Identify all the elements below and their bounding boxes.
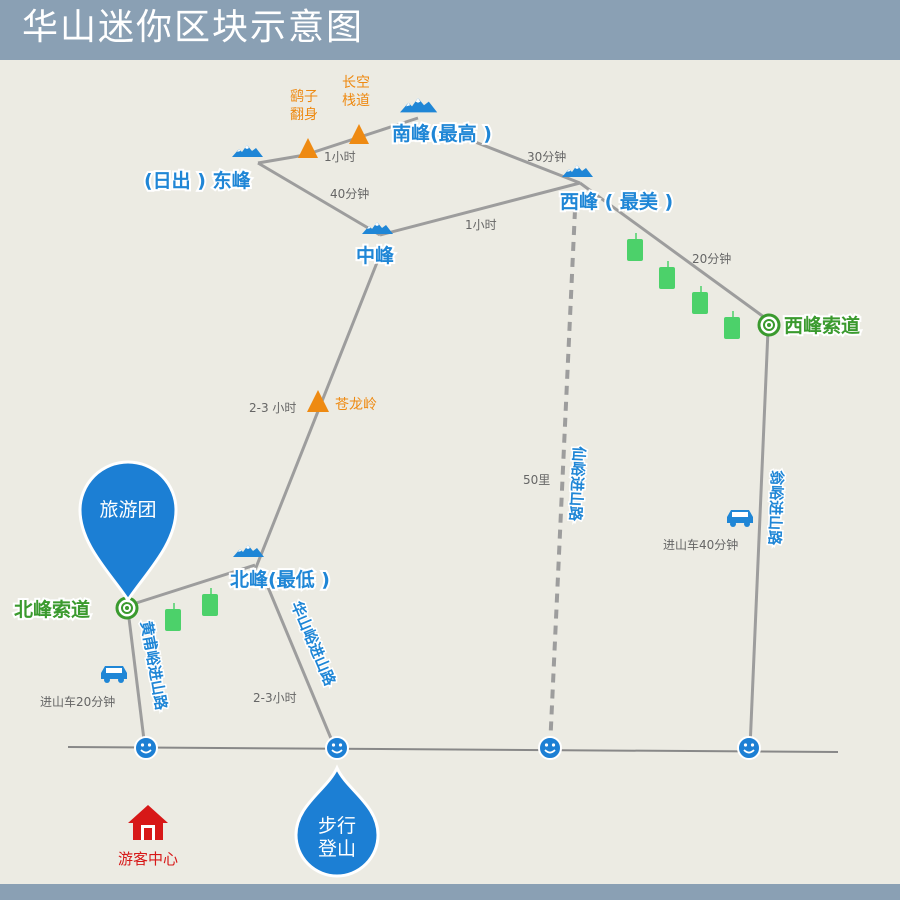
map-pin-icon <box>78 460 178 603</box>
trail-west-cableway <box>579 181 769 322</box>
gondola-icon <box>626 232 644 262</box>
gondola-icon <box>723 310 741 340</box>
hike-label-line1: 步行 <box>318 815 356 837</box>
gondola-icon <box>691 285 709 315</box>
time-north-walk: 2-3小时 <box>253 691 297 705</box>
gondola-icon <box>164 602 182 632</box>
station-north-cableway: 北峰索道 <box>14 598 90 621</box>
triangle-landmark-icon <box>349 124 369 144</box>
peak-south-label: 南峰(最高 ) <box>392 122 492 145</box>
footer-bar <box>0 884 900 900</box>
landmark-yaozi-line2: 翻身 <box>290 107 318 123</box>
station-west-cableway: 西峰索道 <box>784 314 860 337</box>
time-canglong: 2-3 小时 <box>249 401 296 415</box>
peak-west-label: 西峰 ( 最美 ) <box>560 190 673 213</box>
smiley-marker-icon <box>325 736 349 760</box>
bus-north-label: 进山车20分钟 <box>40 694 115 709</box>
gondola-icon <box>201 587 219 617</box>
smiley-marker-icon <box>134 736 158 760</box>
mountain-icon <box>233 545 264 557</box>
trail-center-west <box>379 181 581 237</box>
car-icon <box>101 666 127 683</box>
peak-north-label: 北峰(最低 ) <box>230 568 330 591</box>
road-huangfuyu: 黄甫峪进山路 <box>137 620 171 713</box>
house-icon <box>128 805 168 840</box>
landmark-changkong-line1: 长空 <box>342 75 370 91</box>
time-east-south: 1小时 <box>324 150 356 164</box>
trail-north-cableway <box>129 563 256 607</box>
mountain-icon <box>400 98 438 113</box>
triangle-landmark-icon <box>307 390 329 412</box>
hike-label-line2: 登山 <box>318 838 356 860</box>
time-east-center: 40分钟 <box>330 186 369 201</box>
time-south-west: 30分钟 <box>527 149 566 164</box>
car-icon <box>727 510 753 527</box>
trail-center-north <box>253 254 382 571</box>
bus-west-label: 进山车40分钟 <box>663 537 738 552</box>
drop-pin-icon <box>294 764 380 878</box>
smiley-marker-icon <box>538 736 562 760</box>
triangle-landmark-icon <box>298 138 318 158</box>
visitor-center-label: 游客中心 <box>118 850 178 868</box>
peak-east-label: (日出 ) 东峰 <box>144 169 252 192</box>
trail-xianyu <box>548 209 577 749</box>
peak-center-label: 中峰 <box>356 244 395 267</box>
trail-huashanyu <box>263 579 337 749</box>
trail-wengyu <box>748 329 770 749</box>
road-wengyu: 翁峪进山路 <box>765 470 786 547</box>
mountain-icon <box>232 145 263 157</box>
road-huashanyu: 华山峪进山路 <box>287 599 339 690</box>
time-xianyu-distance: 50里 <box>523 473 550 487</box>
tour-group-label: 旅游团 <box>99 499 156 521</box>
cableway-target-icon <box>757 313 781 337</box>
mountain-icon <box>562 165 593 177</box>
trail-east-center <box>257 161 381 237</box>
trail-network <box>126 116 770 749</box>
landmark-changkong-line2: 栈道 <box>342 93 370 109</box>
page-title: 华山迷你区块示意图 <box>22 7 365 48</box>
gondola-icon <box>658 260 676 290</box>
trail-huangfuyu <box>126 609 147 749</box>
time-west-cableway: 20分钟 <box>692 251 731 266</box>
trail-south-west <box>469 138 581 185</box>
landmark-canglong-label: 苍龙岭 <box>335 397 377 413</box>
landmark-yaozi-line1: 鹞子 <box>290 88 318 105</box>
base-road <box>67 746 839 753</box>
trail-east-yaozi <box>257 153 306 165</box>
road-xianyu: 仙峪进山路 <box>566 446 588 523</box>
header-bar: 华山迷你区块示意图 <box>0 0 900 60</box>
smiley-marker-icon <box>737 736 761 760</box>
time-center-west: 1小时 <box>465 218 497 232</box>
